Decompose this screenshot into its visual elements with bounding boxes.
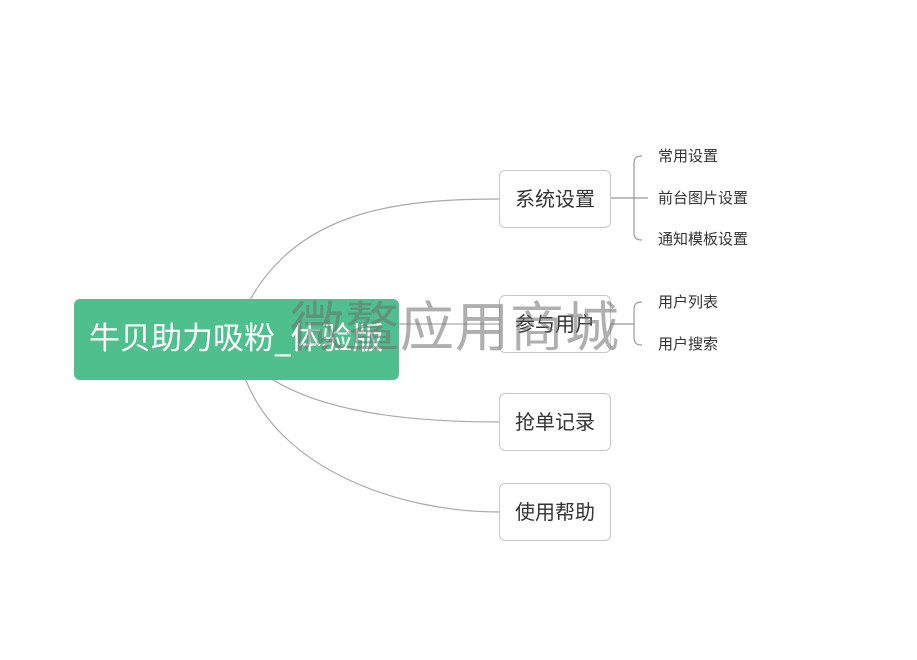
branch-node-system-settings[interactable]: 系统设置	[499, 170, 611, 228]
branch-node-participants[interactable]: 参与用户	[499, 295, 611, 353]
bracket-branch-1	[611, 155, 648, 241]
connector-root-branch-3	[269, 377, 500, 423]
connector-root-branch-1	[249, 198, 500, 301]
root-node[interactable]: 牛贝助力吸粉_体验版	[74, 299, 399, 380]
connector-root-branch-4	[244, 377, 500, 513]
leaf-node-common-settings[interactable]: 常用设置	[658, 147, 719, 165]
leaf-node-user-search[interactable]: 用户搜索	[658, 335, 719, 353]
leaf-node-user-list[interactable]: 用户列表	[658, 293, 719, 311]
bracket-branch-2	[611, 301, 643, 346]
leaf-node-notification-template-settings[interactable]: 通知模板设置	[658, 230, 749, 248]
branch-node-help[interactable]: 使用帮助	[499, 483, 611, 541]
branch-node-order-records[interactable]: 抢单记录	[499, 393, 611, 451]
leaf-node-front-image-settings[interactable]: 前台图片设置	[658, 189, 749, 207]
